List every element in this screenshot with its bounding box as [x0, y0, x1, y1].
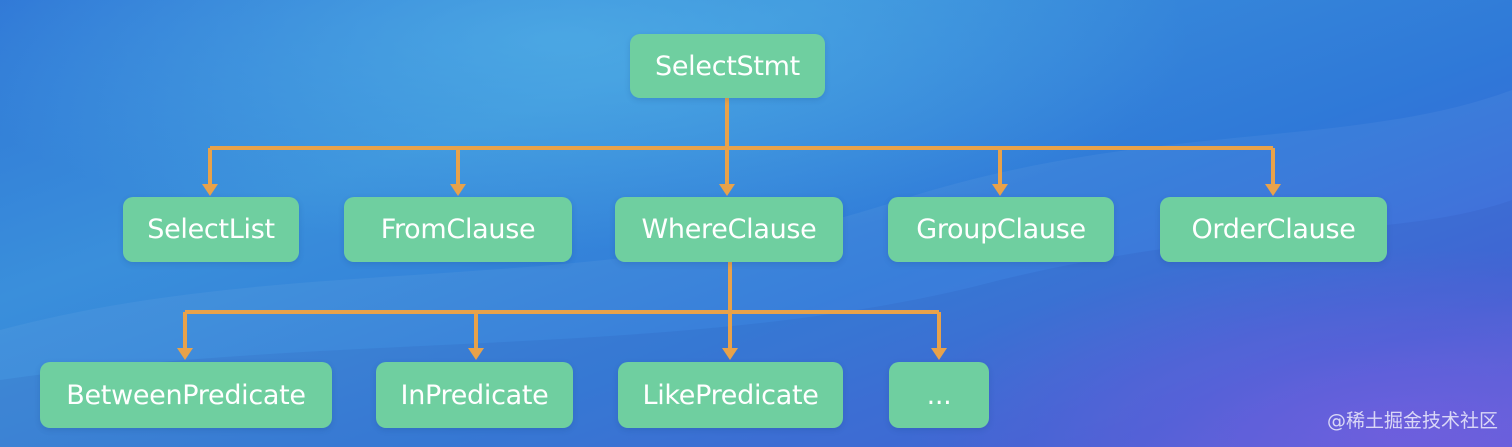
root-connector — [208, 98, 1275, 186]
node-select-stmt: SelectStmt — [630, 34, 825, 98]
node-between-predicate: BetweenPredicate — [40, 362, 332, 428]
node-ellipsis: ... — [889, 362, 989, 428]
node-from-clause: FromClause — [344, 197, 572, 262]
root-connector-arrowheads — [202, 184, 1281, 196]
where-connector — [183, 262, 941, 350]
node-in-predicate: InPredicate — [376, 362, 573, 428]
watermark-text: @稀土掘金技术社区 — [1326, 410, 1498, 432]
node-group-clause: GroupClause — [888, 197, 1114, 262]
node-order-clause: OrderClause — [1160, 197, 1387, 262]
node-like-predicate: LikePredicate — [618, 362, 843, 428]
where-connector-arrowheads — [177, 348, 947, 360]
node-where-clause: WhereClause — [615, 197, 843, 262]
node-select-list: SelectList — [123, 197, 299, 262]
